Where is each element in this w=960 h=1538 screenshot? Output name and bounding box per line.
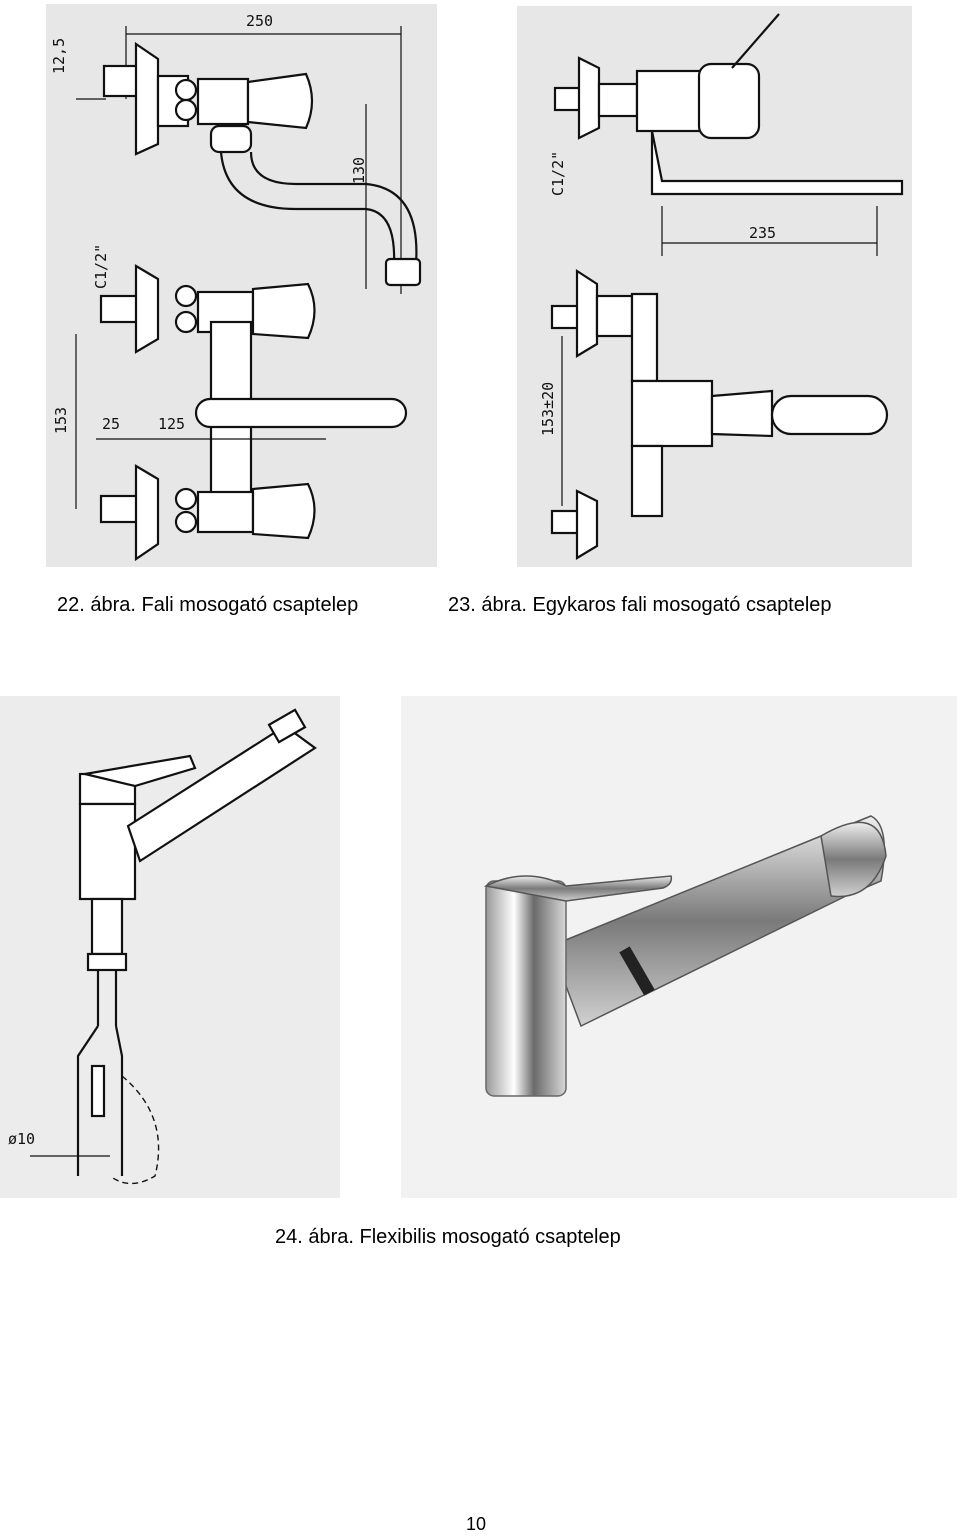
dim-c12-fig23: C1/2" <box>549 151 567 196</box>
caption-fig23: 23. ábra. Egykaros fali mosogató csaptel… <box>448 594 832 616</box>
figure-24-drawing: ø10 <box>0 696 340 1198</box>
dim-153-20: 153±20 <box>539 382 557 436</box>
dim-125: 125 <box>158 415 185 433</box>
dim-12-5: 12,5 <box>50 38 68 74</box>
dim-25: 25 <box>102 415 120 433</box>
figure-23-drawing: 235 C1/2" 153±20 <box>517 6 912 567</box>
dim-235: 235 <box>749 224 776 242</box>
figure-24-photo-svg <box>483 815 887 1097</box>
dim-c12-fig22: C1/2" <box>92 244 110 289</box>
figure-22-svg: 250 12,5 130 C1/2" 153 25 125 <box>50 12 422 562</box>
dim-250: 250 <box>246 12 273 30</box>
caption-fig22: 22. ábra. Fali mosogató csaptelep <box>57 594 359 616</box>
page-number: 10 <box>466 1514 487 1534</box>
figure-24-photo <box>401 696 957 1198</box>
dim-phi10: ø10 <box>8 1130 35 1148</box>
dim-130: 130 <box>350 157 368 184</box>
caption-fig24: 24. ábra. Flexibilis mosogató csaptelep <box>275 1226 621 1248</box>
figure-23-svg: 235 C1/2" 153±20 <box>539 13 904 560</box>
dim-153-fig22: 153 <box>52 407 70 434</box>
figure-24-svg: ø10 <box>8 708 317 1185</box>
figure-22-drawing: 250 12,5 130 C1/2" 153 25 125 <box>46 4 437 567</box>
